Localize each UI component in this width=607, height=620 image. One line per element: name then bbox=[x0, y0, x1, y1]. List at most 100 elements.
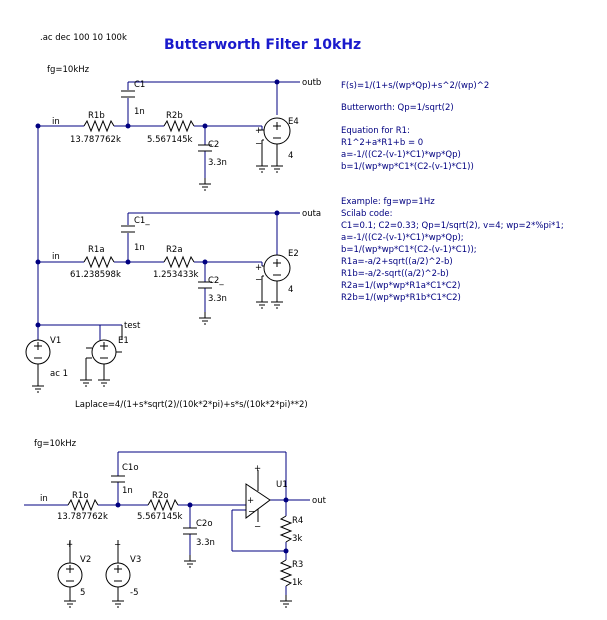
svg-text:R1a=-a/2+sqrt((a/2)^2-b): R1a=-a/2+sqrt((a/2)^2-b) bbox=[341, 257, 453, 267]
net-in-bottom: in bbox=[40, 494, 48, 504]
resistor-r2o: R2o 5.567145k bbox=[137, 491, 183, 522]
svg-text:R2o: R2o bbox=[152, 491, 169, 501]
svg-text:C1=0.1; C2=0.33; Qp=1/sqrt(2),: C1=0.1; C2=0.33; Qp=1/sqrt(2), v=4; wp=2… bbox=[341, 221, 564, 231]
svg-text:−: − bbox=[114, 540, 121, 550]
bottom-filter-wires bbox=[24, 451, 310, 595]
svg-text:−: − bbox=[255, 275, 262, 285]
svg-text:+: + bbox=[247, 496, 254, 506]
net-in-a: in bbox=[52, 252, 60, 262]
svg-text:1k: 1k bbox=[292, 578, 302, 588]
svg-text:R1a: R1a bbox=[88, 245, 105, 255]
vcvs-e1: E1 bbox=[79, 325, 129, 387]
opamp-u1: + − + − U1 bbox=[245, 464, 288, 532]
svg-text:1n: 1n bbox=[122, 486, 133, 496]
capacitor-c2o: C2o 3.3n bbox=[183, 519, 215, 568]
svg-text:Example: fg=wp=1Hz: Example: fg=wp=1Hz bbox=[341, 197, 435, 207]
svg-text:a=-1/((C2-(v-1)*C1)*wp*Qp): a=-1/((C2-(v-1)*C1)*wp*Qp) bbox=[341, 150, 461, 160]
svg-text:+: + bbox=[254, 464, 261, 474]
svg-text:V2: V2 bbox=[80, 555, 91, 565]
svg-text:+: + bbox=[255, 126, 262, 136]
svg-text:1.253433k: 1.253433k bbox=[153, 270, 199, 280]
capacitor-c2-underscore: C2_ 3.3n bbox=[198, 276, 227, 325]
resistor-r2a: R2a 1.253433k bbox=[153, 245, 199, 280]
equation-notes: F(s)=1/(1+s/(wp*Qp)+s^2/(wp)^2 Butterwor… bbox=[341, 81, 564, 303]
svg-text:R2a=1/(wp*wp*R1a*C1*C2): R2a=1/(wp*wp*R1a*C1*C2) bbox=[341, 281, 460, 291]
svg-text:Butterworth: Qp=1/sqrt(2): Butterworth: Qp=1/sqrt(2) bbox=[341, 103, 454, 113]
svg-text:3.3n: 3.3n bbox=[208, 294, 227, 304]
net-in-b: in bbox=[52, 117, 60, 127]
svg-text:3k: 3k bbox=[292, 534, 302, 544]
page-title: Butterworth Filter 10kHz bbox=[164, 37, 361, 53]
svg-text:4: 4 bbox=[288, 285, 293, 295]
svg-text:5: 5 bbox=[80, 588, 85, 598]
svg-text:4: 4 bbox=[288, 151, 293, 161]
source-v3: − V3 -5 bbox=[105, 540, 141, 608]
svg-text:R1b: R1b bbox=[88, 111, 105, 121]
vcvs-e4: + − E4 4 bbox=[255, 117, 299, 173]
svg-text:−: − bbox=[254, 522, 261, 532]
svg-text:C2_: C2_ bbox=[208, 276, 224, 286]
svg-text:Scilab code:: Scilab code: bbox=[341, 209, 392, 219]
resistor-r3: R3 1k bbox=[279, 559, 303, 608]
net-test: test bbox=[124, 321, 141, 331]
resistor-r4: R4 3k bbox=[279, 515, 303, 544]
svg-text:R4: R4 bbox=[292, 516, 303, 526]
svg-text:b=1/(wp*wp*C1*(C2-(v-1)*C1)): b=1/(wp*wp*C1*(C2-(v-1)*C1)) bbox=[341, 162, 474, 172]
svg-text:E2: E2 bbox=[288, 249, 299, 259]
svg-text:R1^2+a*R1+b = 0: R1^2+a*R1+b = 0 bbox=[341, 138, 423, 148]
svg-text:a=-1/((C2-(v-1)*C1)*wp*Qp);: a=-1/((C2-(v-1)*C1)*wp*Qp); bbox=[341, 233, 464, 243]
vcvs-e2: + − E2 4 bbox=[255, 249, 299, 309]
svg-text:3.3n: 3.3n bbox=[208, 158, 227, 168]
net-out: out bbox=[312, 496, 327, 506]
svg-text:C2o: C2o bbox=[196, 519, 213, 529]
filter-a-wires bbox=[38, 212, 300, 312]
capacitor-c2: C2 3.3n bbox=[198, 140, 227, 191]
svg-text:U1: U1 bbox=[276, 480, 288, 490]
source-v1: V1 ac 1 bbox=[25, 336, 68, 393]
svg-text:C1: C1 bbox=[134, 80, 145, 90]
svg-text:F(s)=1/(1+s/(wp*Qp)+s^2/(wp)^2: F(s)=1/(1+s/(wp*Qp)+s^2/(wp)^2 bbox=[341, 81, 489, 91]
svg-text:b=1/(wp*wp*C1*(C2-(v-1)*C1));: b=1/(wp*wp*C1*(C2-(v-1)*C1)); bbox=[341, 245, 477, 255]
svg-text:E1: E1 bbox=[118, 336, 129, 346]
svg-text:5.567145k: 5.567145k bbox=[147, 135, 193, 145]
svg-text:3.3n: 3.3n bbox=[196, 538, 215, 548]
svg-text:13.787762k: 13.787762k bbox=[57, 512, 108, 522]
svg-text:61.238598k: 61.238598k bbox=[70, 270, 121, 280]
fg-bottom-label: fg=10kHz bbox=[34, 439, 77, 449]
svg-text:ac 1: ac 1 bbox=[50, 369, 68, 379]
svg-text:R2b: R2b bbox=[166, 111, 183, 121]
svg-text:C2: C2 bbox=[208, 140, 219, 150]
resistor-r1a: R1a 61.238598k bbox=[70, 245, 121, 280]
resistor-r1o: R1o 13.787762k bbox=[57, 491, 108, 522]
svg-text:-5: -5 bbox=[130, 588, 138, 598]
fg-top-label: fg=10kHz bbox=[47, 65, 90, 75]
svg-text:C1_: C1_ bbox=[134, 216, 150, 226]
svg-text:1n: 1n bbox=[134, 107, 145, 117]
svg-text:C1o: C1o bbox=[122, 463, 139, 473]
source-v2: + V2 5 bbox=[57, 540, 91, 608]
svg-text:V1: V1 bbox=[50, 336, 61, 346]
svg-text:Equation for R1:: Equation for R1: bbox=[341, 126, 410, 136]
svg-text:+: + bbox=[255, 263, 262, 273]
svg-text:+: + bbox=[66, 540, 73, 550]
resistor-r1b: R1b 13.787762k bbox=[70, 111, 121, 145]
svg-text:R2b=1/(wp*wp*R1b*C1*C2): R2b=1/(wp*wp*R1b*C1*C2) bbox=[341, 293, 461, 303]
svg-text:13.787762k: 13.787762k bbox=[70, 135, 121, 145]
laplace-expression: Laplace=4/(1+s*sqrt(2)/(10k*2*pi)+s*s/(1… bbox=[75, 400, 308, 410]
svg-text:−: − bbox=[248, 507, 255, 517]
net-outa: outa bbox=[302, 209, 321, 219]
svg-text:R3: R3 bbox=[292, 560, 303, 570]
svg-text:V3: V3 bbox=[130, 555, 141, 565]
svg-text:R1o: R1o bbox=[72, 491, 89, 501]
svg-text:1n: 1n bbox=[134, 243, 145, 253]
svg-text:E4: E4 bbox=[288, 117, 299, 127]
svg-text:−: − bbox=[255, 139, 262, 149]
svg-text:5.567145k: 5.567145k bbox=[137, 512, 183, 522]
capacitor-c1o: C1o 1n bbox=[111, 463, 139, 496]
spice-directive: .ac dec 100 10 100k bbox=[40, 33, 127, 43]
resistor-r2b: R2b 5.567145k bbox=[147, 111, 195, 145]
net-outb: outb bbox=[302, 78, 321, 88]
svg-text:R1b=-a/2-sqrt((a/2)^2-b): R1b=-a/2-sqrt((a/2)^2-b) bbox=[341, 269, 449, 279]
svg-text:R2a: R2a bbox=[166, 245, 183, 255]
capacitor-c1: C1 1n bbox=[121, 80, 145, 117]
